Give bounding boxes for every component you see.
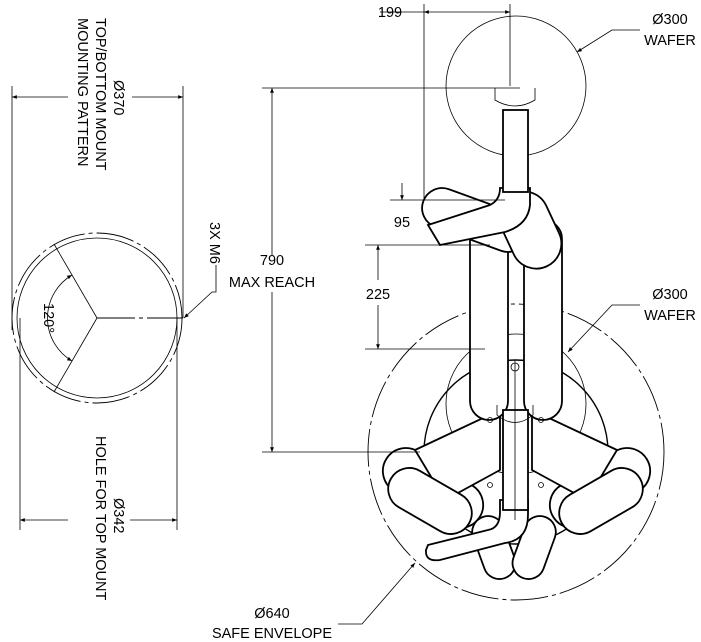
reach-label: MAX REACH <box>229 275 315 291</box>
holes-leader <box>183 265 217 319</box>
radial-line <box>53 317 98 393</box>
wafer-bottom-diameter: Ø300 <box>652 287 687 303</box>
center-column <box>502 409 529 511</box>
radial-line <box>53 243 98 319</box>
mount-label-line1: TOP/BOTTOM MOUNT <box>92 18 108 171</box>
wafer-bottom-label: WAFER <box>644 308 696 324</box>
envelope-label: SAFE ENVELOPE <box>212 626 332 642</box>
offset-199-label: 199 <box>378 5 402 21</box>
mounting-pattern-view: 120° Ø370 TOP/BOTTOM MOUNT MOUNTING PATT… <box>11 18 222 600</box>
wafer-top-label: WAFER <box>644 33 696 49</box>
end-effector-shaft <box>502 109 529 193</box>
mount-label-line2: MOUNTING PATTERN <box>74 18 90 166</box>
diameter-370-label: Ø370 <box>110 80 126 115</box>
diameter-342-label: Ø342 <box>110 498 126 533</box>
wafer-bottom-leader <box>567 304 640 353</box>
joint-icon <box>510 362 520 372</box>
robot-reach-view: 790 MAX REACH 199 95 225 Ø300 WAFER Ø300… <box>212 4 696 642</box>
hole-label: HOLE FOR TOP MOUNT <box>92 436 108 600</box>
wafer-top-diameter: Ø300 <box>652 12 687 28</box>
dim-95-label: 95 <box>394 215 410 231</box>
dim-225-label: 225 <box>366 287 390 303</box>
holes-label: 3X M6 <box>206 222 222 264</box>
angle-label: 120° <box>40 303 56 333</box>
envelope-diameter: Ø640 <box>254 606 289 622</box>
robot-arms <box>381 88 652 580</box>
angle-arc <box>47 274 73 362</box>
reach-value: 790 <box>260 253 284 269</box>
envelope-leader <box>338 562 416 625</box>
wafer-top-leader <box>576 29 640 53</box>
end-effector-fork-top <box>494 88 536 107</box>
